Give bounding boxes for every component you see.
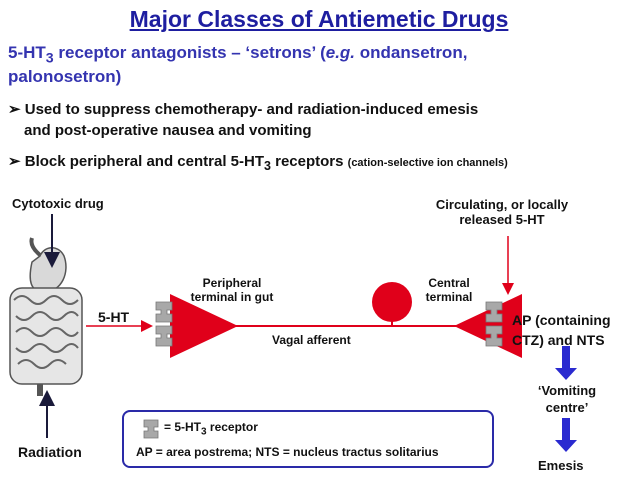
peripheral-terminal: [170, 294, 238, 358]
bullet-1: ➢ Used to suppress chemotherapy- and rad…: [8, 101, 479, 118]
cell-body: [372, 282, 412, 322]
label-emesis: Emesis: [538, 458, 584, 473]
arrow-to-emesis: [555, 418, 577, 452]
central-receptors: [485, 301, 503, 347]
subtitle: 5-HT3 receptor antagonists – ‘setrons’ (…: [8, 43, 468, 67]
legend-box: [122, 410, 494, 468]
bullet-arrow-icon: ➢: [8, 153, 21, 170]
legend-receptor-text: = 5-HT3 receptor: [164, 420, 258, 438]
bullet-2: ➢ Block peripheral and central 5-HT3 rec…: [8, 153, 508, 173]
label-radiation: Radiation: [18, 444, 82, 460]
label-cytotoxic-drug: Cytotoxic drug: [12, 196, 104, 211]
subtitle-line2: palonosetron): [8, 67, 122, 86]
legend-abbreviations: AP = area postrema; NTS = nucleus tractu…: [136, 445, 439, 459]
bullet-arrow-icon: ➢: [8, 101, 21, 118]
blue-arrows: [555, 346, 577, 452]
arrow-to-vomiting-centre: [555, 346, 577, 380]
page-title: Major Classes of Antiemetic Drugs: [129, 6, 509, 32]
peripheral-receptors: [155, 301, 173, 347]
gut-icon: [9, 237, 83, 396]
bullet-1-line2: and post-operative nausea and vomiting: [24, 122, 312, 139]
label-5ht: 5-HT: [98, 309, 130, 325]
legend-receptor-icon: [143, 419, 159, 439]
label-vagal-afferent: Vagal afferent: [272, 333, 351, 347]
